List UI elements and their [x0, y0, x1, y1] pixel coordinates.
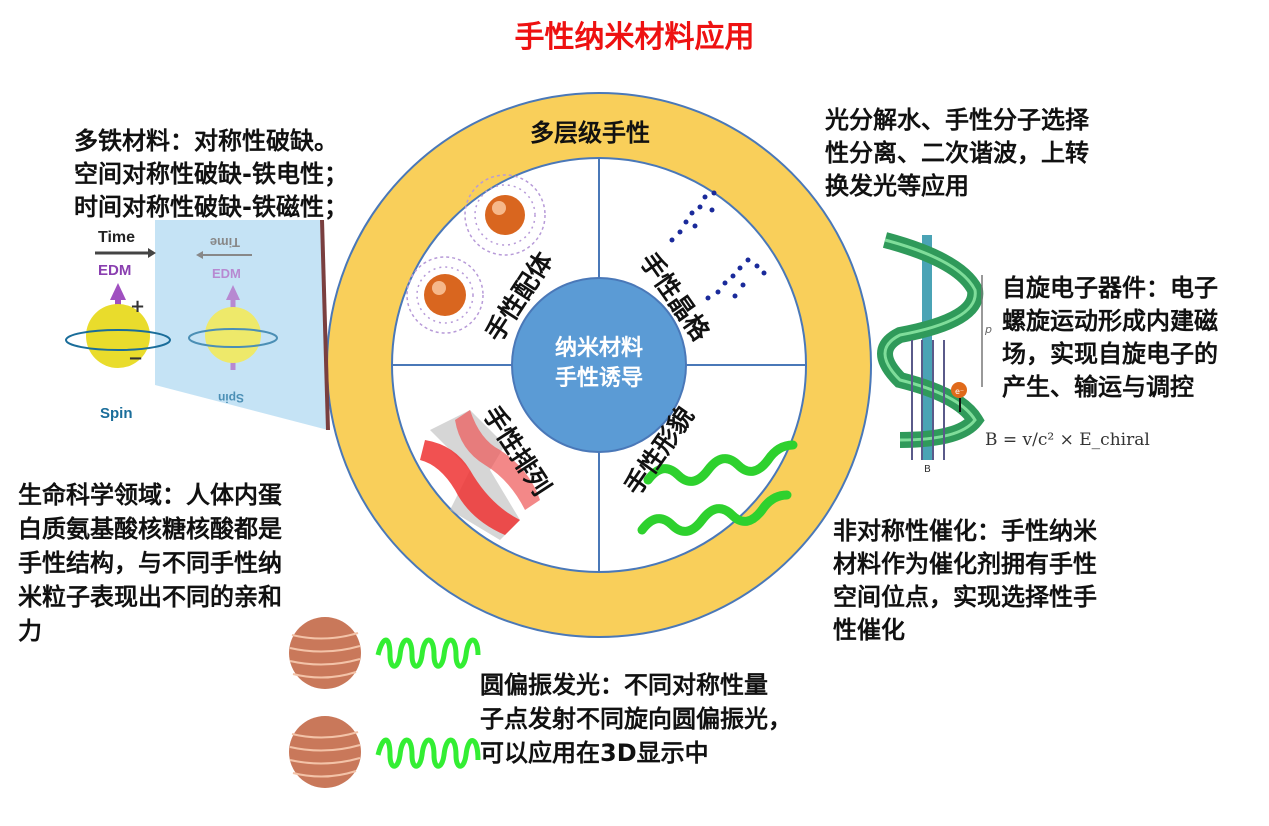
text-line: 时间对称性破缺-铁磁性； — [74, 193, 348, 221]
text-line: 非对称性催化：手性纳米 — [833, 517, 1097, 545]
center-circle — [511, 277, 687, 453]
chiral-lattice-dots — [669, 190, 767, 301]
annotation-spintronics: 自旋电子器件：电子 螺旋运动形成内建磁 场，实现自旋电子的 产生、输运与调控 — [1002, 272, 1218, 404]
spin-label: Spin — [100, 405, 133, 422]
spin-helix-figure — [877, 232, 985, 460]
annotation-cpl: 圆偏振发光：不同对称性量 子点发射不同旋向圆偏振光， 可以应用在3D显示中 — [480, 668, 792, 770]
svg-text:+: + — [130, 296, 145, 317]
text-line: 螺旋运动形成内建磁 — [1002, 307, 1218, 335]
field-label: B — [924, 464, 931, 475]
center-line-1: 纳米材料 — [554, 336, 643, 361]
text-line: 性分离、二次谐波，上转 — [825, 139, 1089, 167]
text-line: 可以应用在3D显示中 — [480, 739, 709, 767]
chiral-morphology-helices — [637, 440, 798, 536]
chiral-arrangement-helices — [420, 410, 540, 540]
cpl-quantum-dot-figure — [289, 617, 481, 788]
text-line: 性催化 — [833, 616, 905, 644]
text-line: 多铁材料：对称性破缺。 — [74, 127, 338, 155]
text-line: 力 — [18, 617, 42, 645]
text-line: 自旋电子器件：电子 — [1002, 274, 1218, 302]
annotation-life-science: 生命科学领域：人体内蛋 白质氨基酸核糖核酸都是 手性结构，与不同手性纳 米粒子表… — [18, 478, 282, 648]
edm-label: EDM — [98, 262, 131, 279]
electron-label: e⁻ — [955, 387, 964, 396]
annotation-multiferroic: 多铁材料：对称性破缺。 空间对称性破缺-铁电性； 时间对称性破缺-铁磁性； — [74, 125, 348, 224]
edm-mirror-label: EDM — [212, 266, 241, 281]
text-line: 空间对称性破缺-铁电性； — [74, 160, 348, 188]
text-line: 换发光等应用 — [825, 172, 969, 200]
chiral-field-formula: B = v/c² × E_chiral — [985, 430, 1150, 450]
text-line: 场，实现自旋电子的 — [1002, 340, 1218, 368]
annotation-photocatalysis: 光分解水、手性分子选择 性分离、二次谐波，上转 换发光等应用 — [825, 104, 1089, 203]
center-line-2: 手性诱导 — [554, 366, 643, 391]
annotation-asymmetric-catalysis: 非对称性催化：手性纳米 材料作为催化剂拥有手性 空间位点，实现选择性手 性催化 — [833, 515, 1097, 647]
text-line: 子点发射不同旋向圆偏振光， — [480, 705, 792, 733]
text-line: 光分解水、手性分子选择 — [825, 106, 1089, 134]
time-label: Time — [98, 229, 135, 246]
text-line: 材料作为催化剂拥有手性 — [833, 550, 1097, 578]
text-line: 空间位点，实现选择性手 — [833, 583, 1097, 611]
spin-mirror-label: Spin — [218, 391, 244, 405]
page-title: 手性纳米材料应用 — [514, 20, 755, 55]
time-reversal-mirror-figure: + − — [65, 219, 330, 431]
text-line: 产生、输运与调控 — [1002, 373, 1194, 401]
text-line: 圆偏振发光：不同对称性量 — [480, 671, 768, 699]
text-line: 生命科学领域：人体内蛋 — [18, 481, 282, 509]
text-line: 白质氨基酸核糖核酸都是 — [18, 515, 282, 543]
pitch-label: p — [984, 323, 992, 336]
svg-text:−: − — [128, 348, 143, 369]
center-label: 纳米材料 手性诱导 — [540, 334, 658, 394]
chiral-ligand-particles — [406, 174, 546, 334]
text-line: 米粒子表现出不同的亲和 — [18, 583, 282, 611]
time-mirror-label: Time — [210, 235, 240, 250]
ring-label-multilevel: 多层级手性 — [530, 119, 650, 147]
text-line: 手性结构，与不同手性纳 — [18, 549, 282, 577]
